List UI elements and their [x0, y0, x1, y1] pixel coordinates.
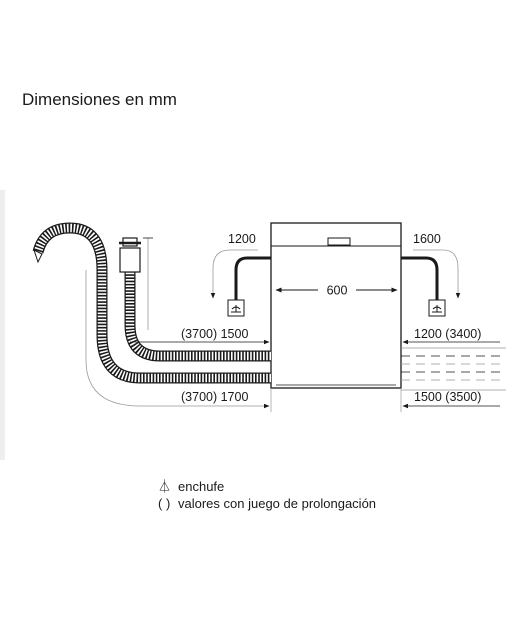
top-left-dimension: 1200	[228, 232, 256, 246]
right-upper-dimension: 1200 (3400)	[414, 327, 481, 341]
legend-socket-label: enchufe	[178, 479, 225, 494]
dishwasher-body	[270, 222, 402, 389]
page-title: Dimensiones en mm	[22, 90, 177, 109]
hose-upper-dimension: (3700) 1500	[181, 327, 248, 341]
edge-bar	[0, 190, 5, 460]
drain-hose	[32, 222, 271, 384]
left-power-cable: 1200	[210, 232, 271, 317]
paren-symbol: ( )	[158, 496, 171, 511]
aquastop-valve	[119, 247, 141, 273]
socket-icon: ⏃	[158, 479, 172, 494]
legend-paren-label: valores con juego de prolongación	[178, 496, 377, 511]
top-right-dimension: 1600	[413, 232, 441, 246]
legend-socket-row: ⏃ enchufe	[158, 478, 376, 495]
legend: ⏃ enchufe ( ) valores con juego de prolo…	[158, 478, 376, 512]
right-lower-dimension: 1500 (3500)	[414, 390, 481, 404]
legend-paren-row: ( ) valores con juego de prolongación	[158, 495, 376, 512]
right-hose-dimensions: 1200 (3400) 1500 (3500)	[401, 327, 506, 409]
hose-lower-dimension: (3700) 1700	[181, 390, 248, 404]
hose-dimensions: (3700) 1500 (3700) 1700	[85, 270, 270, 409]
inlet-hose	[119, 237, 271, 362]
width-dimension: 600	[275, 284, 398, 298]
right-power-cable: 1600	[401, 232, 461, 317]
width-label: 600	[327, 284, 348, 298]
